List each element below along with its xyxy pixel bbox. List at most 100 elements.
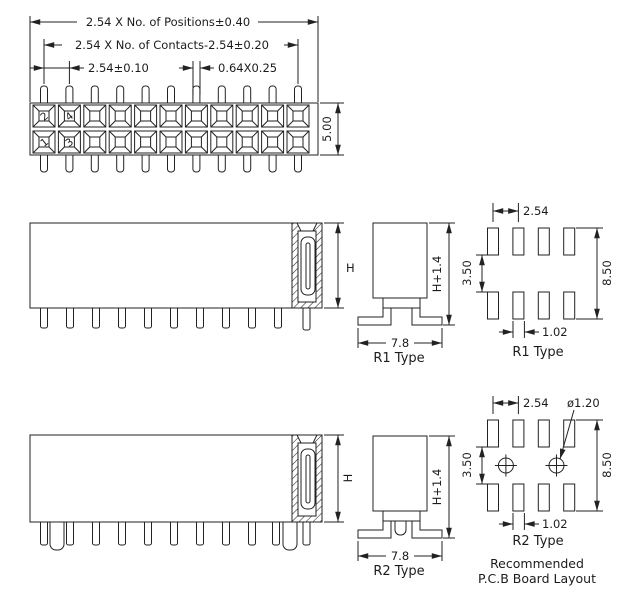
socket-bevel [251,146,259,154]
r1-layout-pitch: 2.54 [523,204,549,218]
pcb-pad [487,291,499,320]
socket-bevel [159,130,167,138]
socket-bevel [99,130,107,138]
socket-bevel [261,146,268,154]
socket-bevel [286,130,294,138]
socket-bevel [185,130,192,138]
socket-inner [140,136,152,148]
r1-type-label: R1 Type [373,351,424,366]
socket-inner [114,110,126,122]
housing-side-r2 [29,434,323,523]
socket-bevel [108,120,116,128]
socket-bevel [251,120,259,128]
socket-bevel [99,120,107,128]
r1-front-height: H+1.4 [430,256,444,293]
pcb-pad [487,483,499,512]
socket-bevel [175,120,183,128]
socket-bevel [286,104,294,112]
entry-chamfer [296,222,318,232]
contact-spring-slot [305,454,311,504]
socket-bevel [235,130,243,138]
socket-inner [292,110,304,122]
socket-inner [114,136,126,148]
socket-bevel [185,146,192,154]
socket-bevel [108,104,116,112]
housing-front-r1 [372,222,428,299]
socket-bevel [74,120,81,128]
socket-inner [241,136,253,148]
socket-bevel [32,120,40,128]
dim-body-height: 5.00 [320,116,334,142]
entry-chamfer [296,434,318,444]
socket-bevel [261,120,268,128]
socket-inner [267,110,279,122]
socket-bevel [210,146,218,154]
socket-bevel [226,120,234,128]
drawing-geometry [29,16,603,561]
r1-layout-height: 8.50 [600,260,614,286]
r2-front-height: H+1.4 [430,469,444,506]
pcb-pad [537,291,550,320]
socket-bevel [124,146,132,154]
socket-inner [165,136,177,148]
socket-bevel [124,104,132,112]
socket-bevel [159,146,167,154]
socket-bevel [83,130,91,138]
r1-layout-pad-width: 1.02 [542,325,568,339]
socket-bevel [99,104,107,112]
dim-positions: 2.54 X No. of Positions±0.40 [86,15,250,29]
socket-bevel [134,120,141,128]
socket-bevel [150,104,157,112]
r2-type-label: R2 Type [373,564,424,579]
pcb-pad [487,419,499,448]
socket-bevel [58,104,65,112]
socket-bevel [286,120,294,128]
socket-bevel [302,120,310,128]
socket-bevel [261,104,268,112]
socket-bevel [235,120,243,128]
socket-bevel [124,120,132,128]
socket-bevel [32,104,40,112]
socket-inner [292,136,304,148]
socket-inner [165,110,177,122]
socket-bevel [48,120,56,128]
socket-bevel [175,130,183,138]
r2-layout-hole-dia: ø1.20 [567,396,600,410]
socket-bevel [32,130,40,138]
socket-bevel [74,130,81,138]
socket-bevel [58,120,65,128]
socket-bevel [124,130,132,138]
r2-layout-row-gap: 3.50 [460,452,474,478]
r1-side-height: H [346,261,355,275]
socket-inner [241,110,253,122]
socket-bevel [185,104,192,112]
hole-leader [559,409,575,460]
pcb-pad [512,483,525,512]
socket-bevel [32,146,40,154]
socket-bevel [74,104,81,112]
socket-bevel [302,146,310,154]
socket-bevel [286,146,294,154]
socket-inner [190,136,202,148]
socket-bevel [201,104,208,112]
pcb-pad [563,483,576,512]
socket-bevel [83,146,91,154]
socket-inner [190,110,202,122]
socket-bevel [108,130,116,138]
socket-inner [63,110,75,122]
socket-inner [89,110,101,122]
socket-bevel [261,130,268,138]
socket-bevel [302,130,310,138]
pcb-pad [537,419,550,448]
socket-bevel [175,104,183,112]
socket-bevel [210,120,218,128]
socket-bevel [235,104,243,112]
socket-bevel [108,146,116,154]
pcb-pad [537,227,550,256]
socket-bevel [58,146,65,154]
housing-front-r2 [372,435,428,512]
socket-bevel [226,146,234,154]
socket-bevel [150,130,157,138]
